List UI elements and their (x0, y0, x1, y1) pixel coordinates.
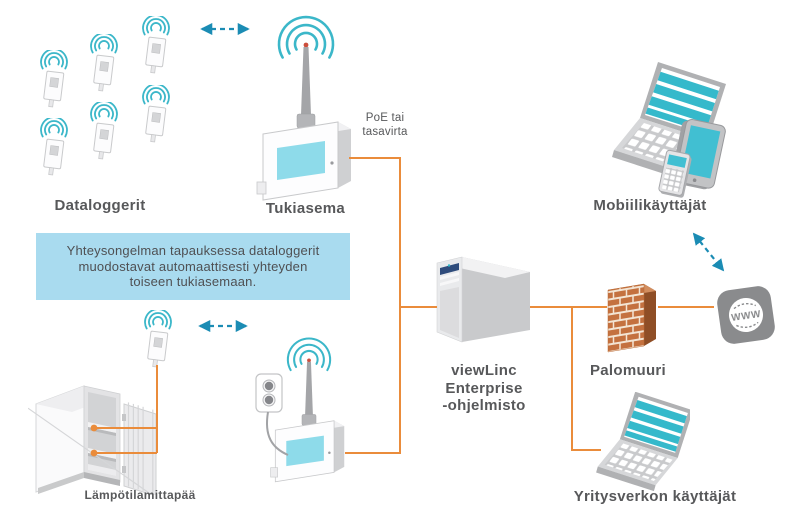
temperature-probe-label: Lämpötilamittapää (84, 488, 196, 502)
datalogger-icon (142, 85, 170, 144)
fridge-cabinet-icon (28, 385, 157, 495)
base-station-label: Tukiasema (265, 200, 346, 217)
firewall-bricks-icon (607, 283, 656, 353)
poe-label: PoE tai tasavirta (362, 112, 408, 138)
dataloggers-label: Dataloggerit (54, 197, 146, 214)
power-outlet-icon (255, 373, 283, 413)
mobile-devices-icon (612, 62, 726, 198)
www-globe-icon: WWW (717, 286, 775, 344)
probe-datalogger-icon (144, 310, 172, 369)
firewall-label: Palomuuri (589, 362, 667, 379)
server-tower-icon (436, 256, 530, 343)
datalogger-icon (142, 16, 170, 75)
www-badge-text: WWW (731, 309, 762, 324)
datalogger-icon (40, 50, 68, 109)
info-box: Yhteysongelman tapauksessa dataloggerit … (36, 233, 350, 300)
phone-icon (658, 149, 692, 198)
base-station-icon (255, 15, 353, 202)
corporate-users-label: Yritysverkon käyttäjät (573, 488, 737, 505)
mobile-users-label: Mobiilikäyttäjät (593, 197, 707, 214)
datalogger-icon (90, 34, 118, 93)
laptop-icon (596, 392, 690, 492)
datalogger-icon (40, 118, 68, 177)
datalogger-icon (90, 102, 118, 161)
server-label: viewLinc Enterprise -ohjelmisto (442, 362, 526, 415)
